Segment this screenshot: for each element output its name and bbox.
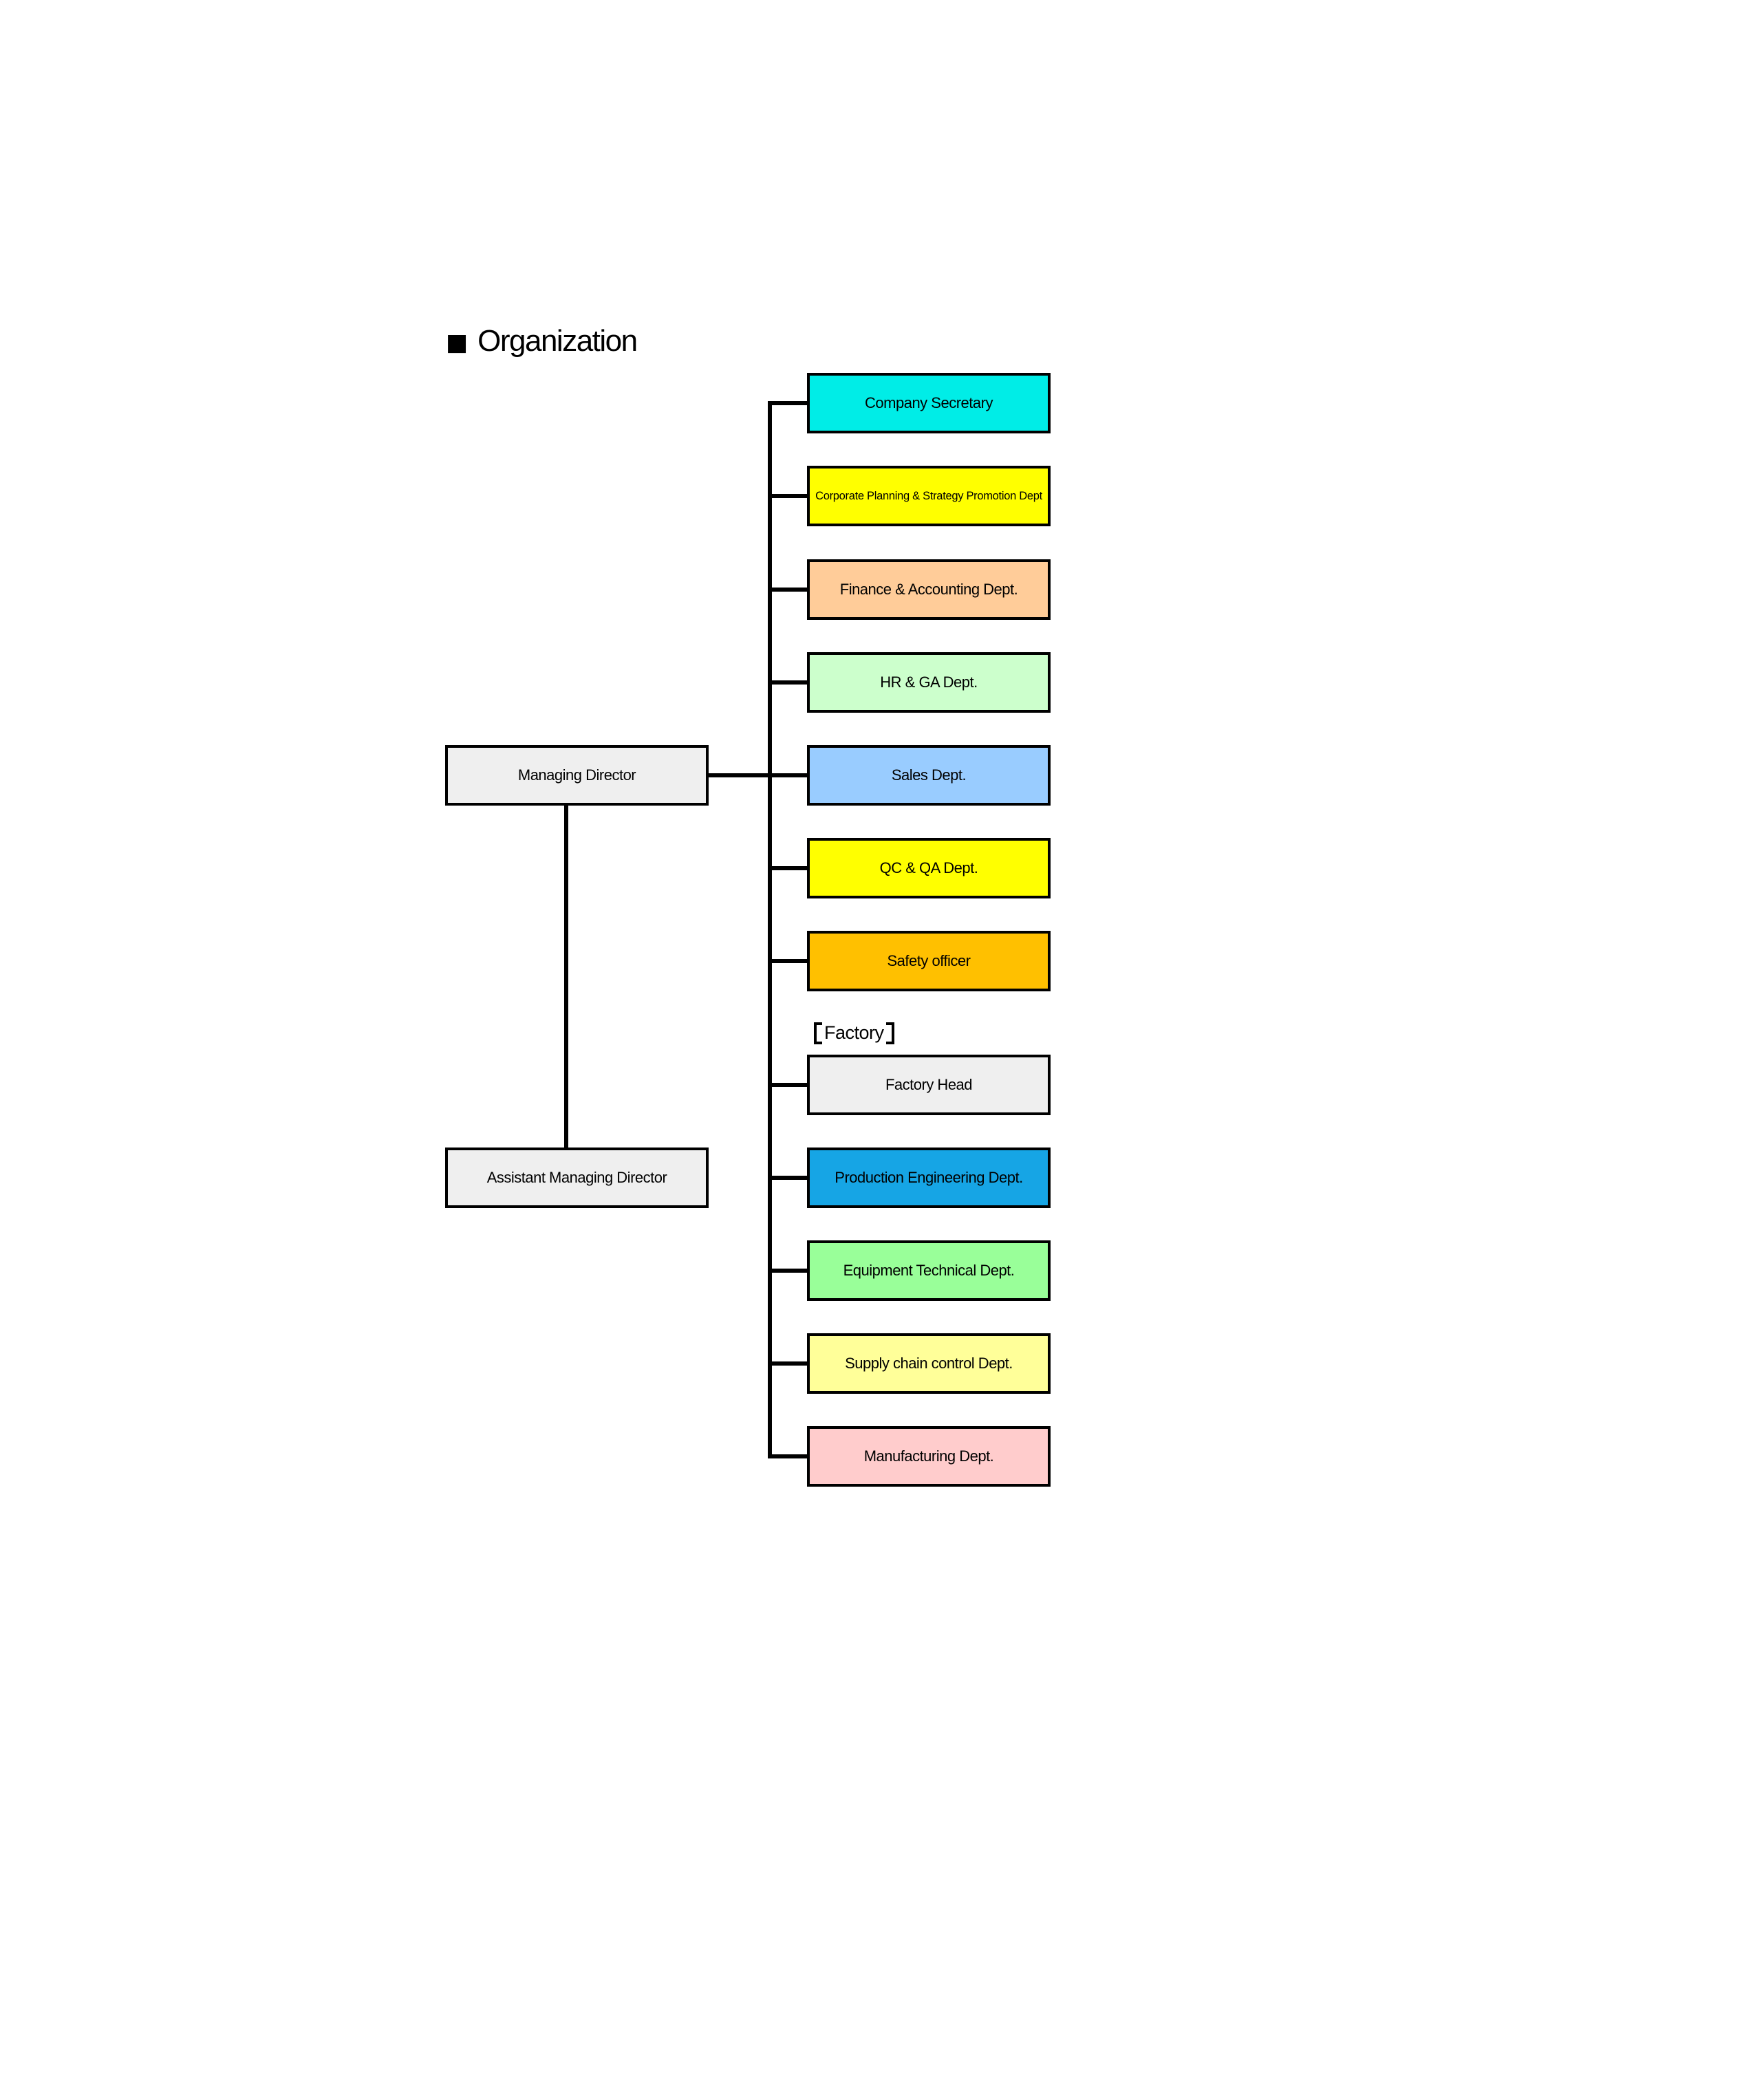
org-box-assistant-managing-director: Assistant Managing Director bbox=[445, 1148, 709, 1208]
factory-section-label-text: Factory bbox=[824, 1022, 884, 1043]
page-title: ■ Organization bbox=[446, 324, 638, 358]
square-bullet-icon: ■ bbox=[446, 329, 469, 356]
connector-line bbox=[768, 401, 808, 405]
org-box: Safety officer bbox=[807, 931, 1051, 991]
org-box-label: Supply chain control Dept. bbox=[845, 1354, 1013, 1372]
org-box: Sales Dept. bbox=[807, 745, 1051, 806]
connector-line bbox=[768, 959, 808, 963]
org-box-label: HR & GA Dept. bbox=[880, 673, 978, 691]
org-box: HR & GA Dept. bbox=[807, 652, 1051, 713]
org-box: Finance & Accounting Dept. bbox=[807, 559, 1051, 620]
org-box-label: Production Engineering Dept. bbox=[835, 1168, 1023, 1186]
connector-line bbox=[768, 1083, 808, 1087]
org-box: QC & QA Dept. bbox=[807, 838, 1051, 898]
org-box: Production Engineering Dept. bbox=[807, 1148, 1051, 1208]
org-box: Company Secretary bbox=[807, 373, 1051, 433]
org-box-label: Equipment Technical Dept. bbox=[843, 1261, 1015, 1279]
connector-line bbox=[768, 588, 808, 592]
trunk-line bbox=[768, 401, 772, 1458]
right-lenticular-bracket-icon bbox=[885, 1022, 894, 1044]
org-box-label: Finance & Accounting Dept. bbox=[839, 580, 1018, 598]
connector-line bbox=[768, 1176, 808, 1180]
connector-line bbox=[768, 866, 808, 870]
org-box-label: Company Secretary bbox=[865, 394, 993, 411]
org-box-label: Safety officer bbox=[887, 951, 971, 969]
org-box: Equipment Technical Dept. bbox=[807, 1240, 1051, 1301]
page-title-text: Organization bbox=[477, 324, 638, 358]
left-lenticular-bracket-icon bbox=[814, 1022, 822, 1044]
org-box-label: QC & QA Dept. bbox=[879, 859, 978, 876]
org-box: Factory Head bbox=[807, 1055, 1051, 1115]
connector-line bbox=[768, 494, 808, 498]
org-box-label: Assistant Managing Director bbox=[486, 1168, 667, 1186]
org-box: Supply chain control Dept. bbox=[807, 1333, 1051, 1394]
md-to-amd-connector bbox=[564, 804, 568, 1149]
md-to-trunk-connector bbox=[707, 773, 771, 777]
connector-line bbox=[768, 1361, 808, 1366]
org-box: Manufacturing Dept. bbox=[807, 1426, 1051, 1487]
org-box: Corporate Planning & Strategy Promotion … bbox=[807, 466, 1051, 526]
org-box-label: Factory Head bbox=[885, 1075, 973, 1093]
connector-line bbox=[768, 680, 808, 685]
connector-line bbox=[768, 773, 808, 777]
org-box-label: Managing Director bbox=[517, 766, 636, 784]
connector-line bbox=[768, 1269, 808, 1273]
factory-section-label: Factory bbox=[814, 1021, 894, 1046]
org-box-label: Manufacturing Dept. bbox=[863, 1447, 994, 1465]
connector-line bbox=[768, 1454, 808, 1458]
org-box-managing-director: Managing Director bbox=[445, 745, 709, 806]
org-box-label: Corporate Planning & Strategy Promotion … bbox=[815, 489, 1042, 502]
org-box-label: Sales Dept. bbox=[891, 766, 967, 784]
